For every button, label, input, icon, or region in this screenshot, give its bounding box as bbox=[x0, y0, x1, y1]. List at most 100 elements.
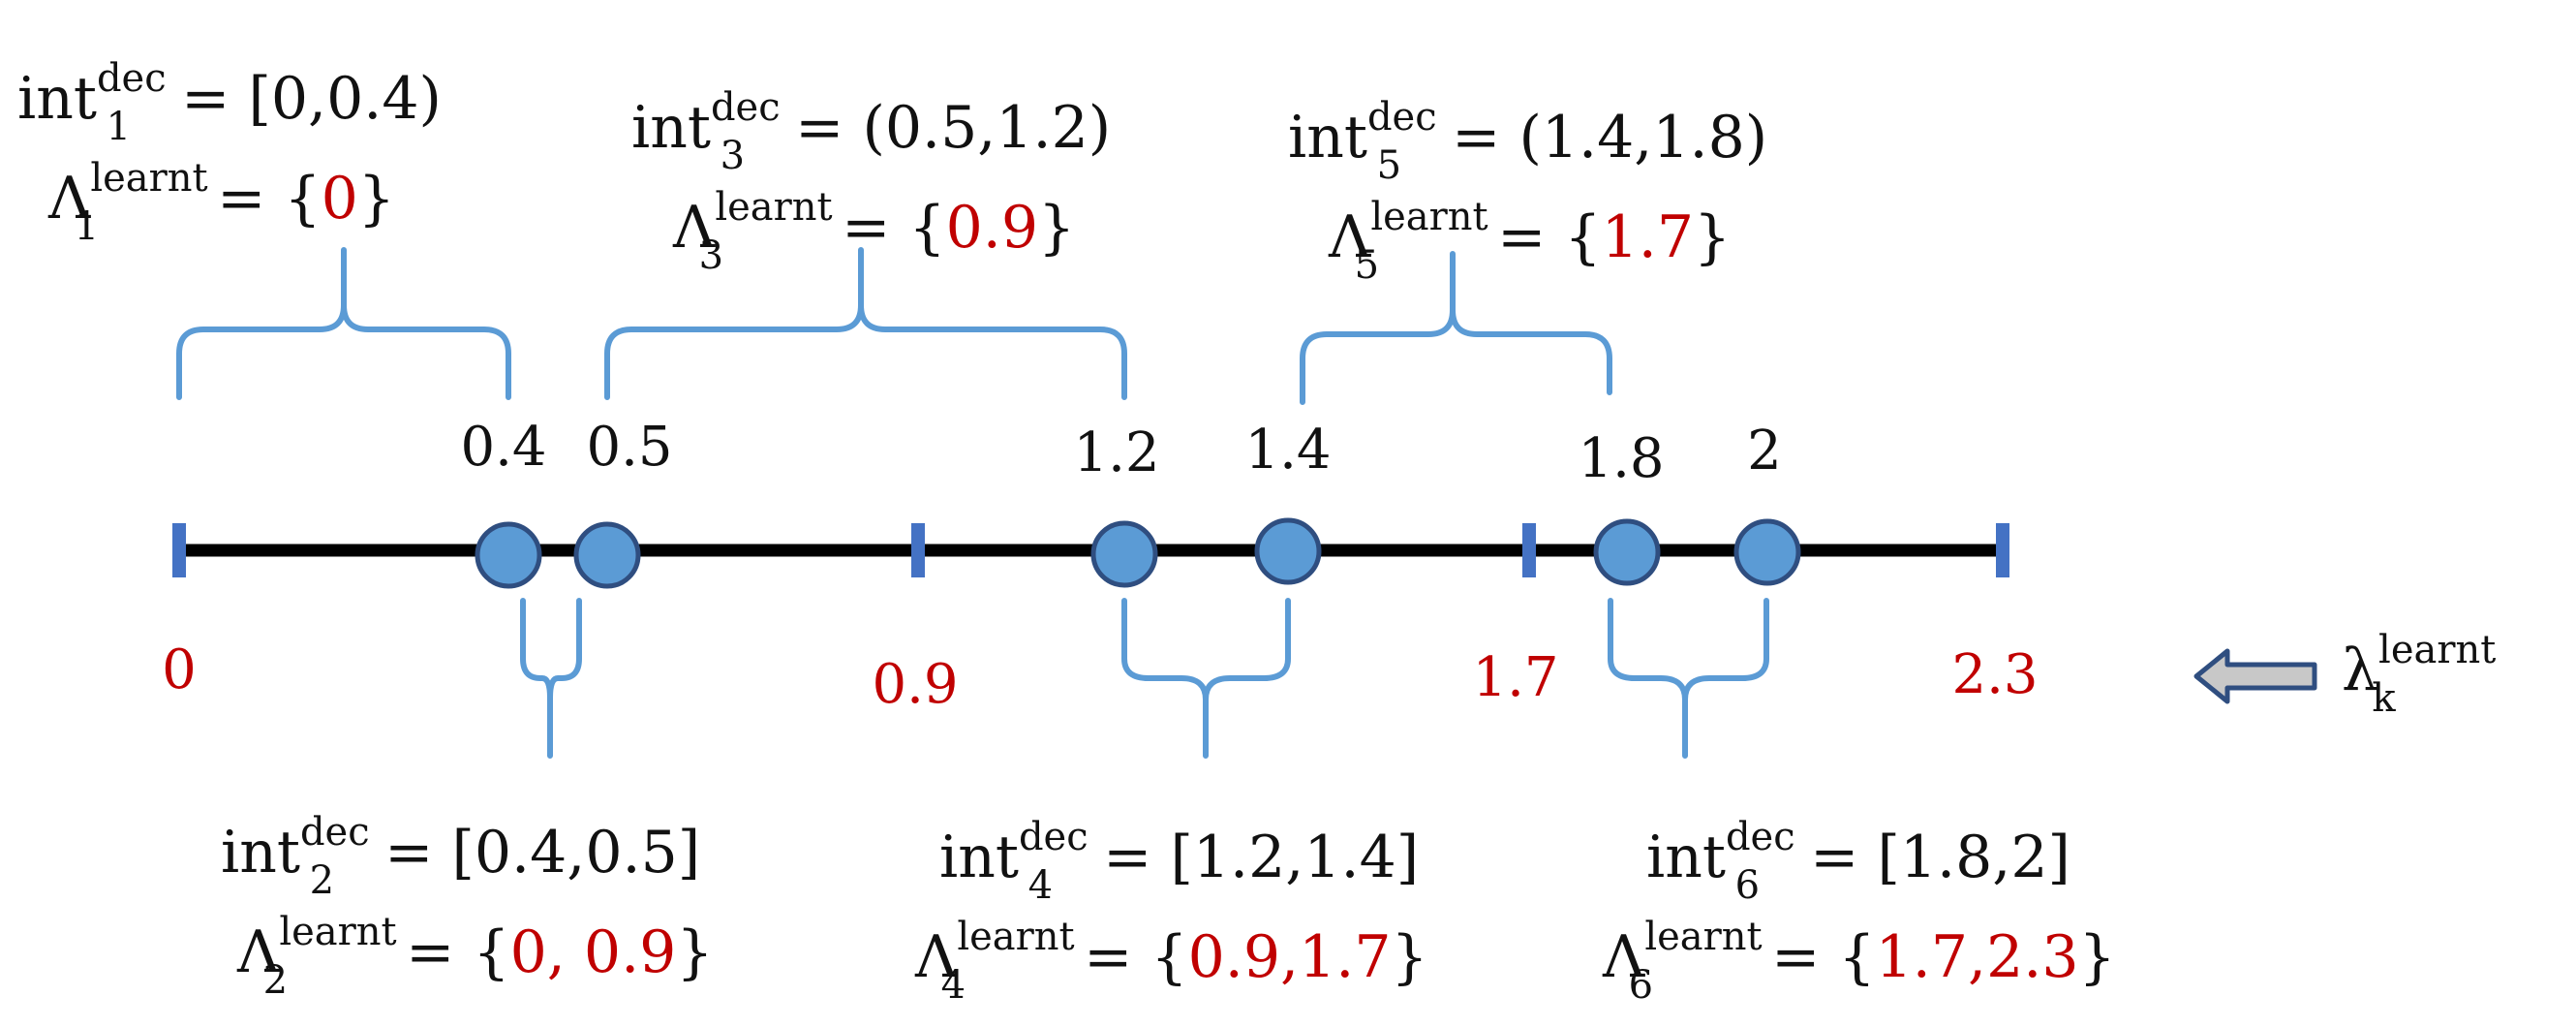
lambda-6-set: 1.7,2.3 bbox=[1876, 923, 2079, 991]
lambda-3-set: 0.9 bbox=[946, 194, 1038, 262]
int-4-sup: dec bbox=[1019, 815, 1089, 859]
lambda-2-sup: learnt bbox=[279, 910, 396, 954]
int-6-sub: 6 bbox=[1735, 863, 1760, 908]
int-1-sub: 1 bbox=[107, 105, 131, 149]
brace-6 bbox=[1608, 598, 1769, 759]
int-1-base: int bbox=[17, 65, 97, 133]
decision-point-2 bbox=[1733, 518, 1801, 586]
lambda-4-sup: learnt bbox=[957, 915, 1074, 959]
brace-4 bbox=[1121, 598, 1291, 759]
lambda-3-close: } bbox=[1038, 194, 1075, 262]
lambda-1-sub: 1 bbox=[75, 204, 99, 249]
lambda-5-eq: = { bbox=[1497, 203, 1602, 271]
lambda-3-eq: = { bbox=[842, 194, 946, 262]
lambda-5-set: 1.7 bbox=[1602, 203, 1694, 271]
lambda-6-sub: 6 bbox=[1629, 963, 1653, 1008]
learnt-tick-0.9 bbox=[911, 523, 925, 577]
decision-labels: 0.4 0.5 1.2 1.4 1.8 2 bbox=[460, 416, 1781, 490]
lambda-6-sup: learnt bbox=[1644, 915, 1762, 959]
decision-label-0.5: 0.5 bbox=[586, 416, 672, 479]
decision-point-0.5 bbox=[573, 521, 641, 589]
lambda-6-eq: = { bbox=[1771, 923, 1876, 991]
int-5-sup: dec bbox=[1367, 95, 1437, 140]
lambda-3-base: Λ bbox=[672, 194, 716, 262]
lambda-3-sub: 3 bbox=[699, 233, 723, 278]
decision-label-1.2: 1.2 bbox=[1073, 421, 1159, 484]
lambda-2-set: 0, 0.9 bbox=[510, 918, 677, 986]
decision-point-1.8 bbox=[1593, 518, 1661, 586]
decision-point-0.4 bbox=[475, 521, 542, 589]
lambda-5-sub: 5 bbox=[1355, 243, 1379, 288]
learnt-label-2.3: 2.3 bbox=[1951, 643, 2038, 706]
brace-5 bbox=[1300, 251, 1612, 405]
decision-point-1.2 bbox=[1090, 520, 1158, 588]
lambda-k-sup: learnt bbox=[2378, 628, 2496, 672]
decision-label-2: 2 bbox=[1747, 420, 1782, 482]
lambda-2-base: Λ bbox=[236, 918, 280, 986]
lambda-5-close: } bbox=[1694, 203, 1731, 271]
int-3-sub: 3 bbox=[721, 134, 745, 178]
learnt-ticks bbox=[172, 523, 2009, 577]
learnt-label-1.7: 1.7 bbox=[1472, 646, 1558, 709]
lambda-1-set: 0 bbox=[322, 165, 358, 233]
decision-circles bbox=[475, 517, 1801, 589]
brace-1 bbox=[176, 247, 511, 400]
lambda-1-close: } bbox=[358, 165, 395, 233]
int-5-base: int bbox=[1288, 104, 1367, 171]
int-3-value: = (0.5,1.2) bbox=[795, 94, 1111, 162]
decision-label-1.8: 1.8 bbox=[1578, 427, 1664, 490]
brace-2 bbox=[520, 598, 582, 759]
lambda-1-sup: learnt bbox=[90, 156, 207, 201]
learnt-tick-2.3 bbox=[1996, 523, 2009, 577]
int-2-value: = [0.4,0.5] bbox=[384, 819, 700, 887]
lambda-2-sub: 2 bbox=[263, 958, 288, 1003]
int-4-sub: 4 bbox=[1028, 863, 1053, 908]
int-6-base: int bbox=[1646, 824, 1726, 891]
left-arrow-icon bbox=[2193, 648, 2317, 704]
int-2-sub: 2 bbox=[310, 858, 334, 903]
lambda-1-base: Λ bbox=[47, 165, 91, 233]
lambda-3-sup: learnt bbox=[715, 185, 832, 230]
int-1-value: = [0,0.4) bbox=[181, 65, 442, 133]
decision-point-1.4 bbox=[1254, 517, 1322, 585]
int-6-sup: dec bbox=[1726, 815, 1795, 859]
lambda-5-sup: learnt bbox=[1370, 195, 1487, 239]
lambda-k-sub: k bbox=[2372, 676, 2396, 721]
lambda-6-base: Λ bbox=[1602, 923, 1645, 991]
int-3-base: int bbox=[631, 94, 711, 162]
learnt-tick-0 bbox=[172, 523, 186, 577]
lambda-2-eq: = { bbox=[406, 918, 510, 986]
learnt-label-0: 0 bbox=[162, 638, 197, 701]
decision-label-0.4: 0.4 bbox=[460, 416, 546, 479]
int-6-value: = [1.8,2] bbox=[1810, 824, 2070, 891]
decision-label-1.4: 1.4 bbox=[1244, 419, 1331, 482]
int-3-sup: dec bbox=[711, 85, 781, 130]
lambda-4-set: 0.9,1.7 bbox=[1188, 923, 1392, 991]
braces bbox=[176, 247, 1769, 759]
brace-3 bbox=[604, 247, 1127, 400]
lambda-4-eq: = { bbox=[1084, 923, 1188, 991]
int-5-sub: 5 bbox=[1377, 143, 1401, 188]
lambda-4-sub: 4 bbox=[941, 963, 966, 1008]
lambda-5-base: Λ bbox=[1328, 203, 1371, 271]
lambda-4-close: } bbox=[1392, 923, 1428, 991]
int-4-base: int bbox=[939, 824, 1019, 891]
int-1-sup: dec bbox=[97, 56, 167, 101]
int-4-value: = [1.2,1.4] bbox=[1103, 824, 1419, 891]
